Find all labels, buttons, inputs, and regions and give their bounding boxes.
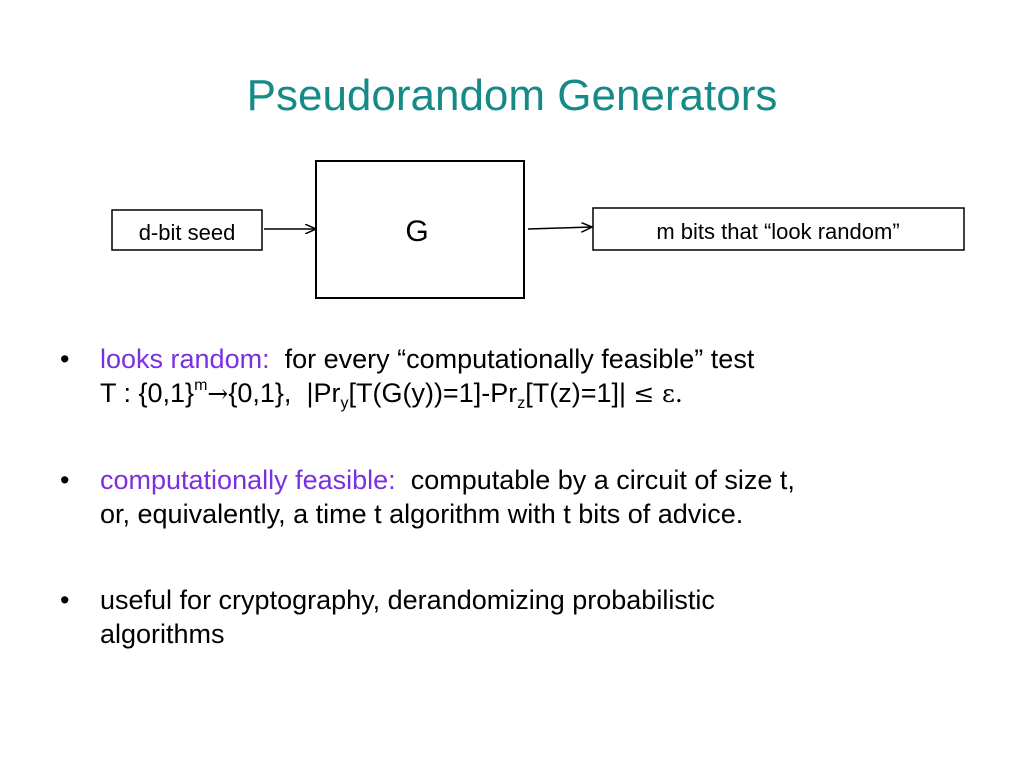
bullet-line: or, equivalently, a time t algorithm wit…: [100, 499, 744, 529]
generator-box: [315, 160, 525, 299]
bullet-term: looks random:: [100, 344, 270, 374]
bullet-marker: •: [60, 344, 70, 374]
formula-epsilon: ε.: [661, 379, 683, 408]
bullet-looks-random: • looks random: for every “computational…: [60, 342, 1000, 412]
bullet-marker: •: [60, 465, 70, 495]
formula-line: T : {0,1}m→{0,1}, |Pry[T(G(y))=1]-Prz[T(…: [100, 376, 1000, 412]
formula-test: T : {0,1}: [100, 378, 195, 408]
bullet-useful: • useful for cryptography, derandomizing…: [60, 583, 1000, 651]
formula-range: {0,1},: [228, 378, 292, 408]
bullet-line: computationally feasible: computable by …: [100, 463, 1000, 497]
formula-sup-m: m: [194, 377, 208, 394]
bullet-term: computationally feasible:: [100, 465, 396, 495]
bullet-text: computable by a circuit of size t,: [410, 465, 795, 495]
output-label: m bits that “look random”: [656, 219, 899, 244]
bullet-marker: •: [60, 585, 70, 615]
bullet-line: useful for cryptography, derandomizing p…: [100, 585, 715, 615]
output-arrow: [527, 227, 592, 229]
formula-end: [T(z)=1]|: [525, 378, 626, 408]
bullet-line: looks random: for every “computationally…: [100, 342, 1000, 376]
formula-leq: ≤: [633, 379, 655, 408]
slide-title: Pseudorandom Generators: [246, 71, 778, 120]
generator-label: G: [405, 215, 428, 248]
formula-sub-z: z: [517, 395, 526, 412]
formula-sub-y: y: [340, 395, 349, 412]
output-box: [592, 207, 965, 251]
formula-arrow: →: [207, 379, 229, 408]
formula-mid: [T(G(y))=1]-Pr: [348, 378, 518, 408]
bullet-list: • looks random: for every “computational…: [60, 342, 1000, 703]
formula-pr1: |Pr: [306, 378, 341, 408]
bullet-text: for every “computationally feasible” tes…: [284, 344, 755, 374]
bullet-line: algorithms: [100, 619, 225, 649]
bullet-computationally-feasible: • computationally feasible: computable b…: [60, 463, 1000, 531]
seed-box: [111, 209, 263, 251]
seed-label: d-bit seed: [139, 220, 236, 245]
